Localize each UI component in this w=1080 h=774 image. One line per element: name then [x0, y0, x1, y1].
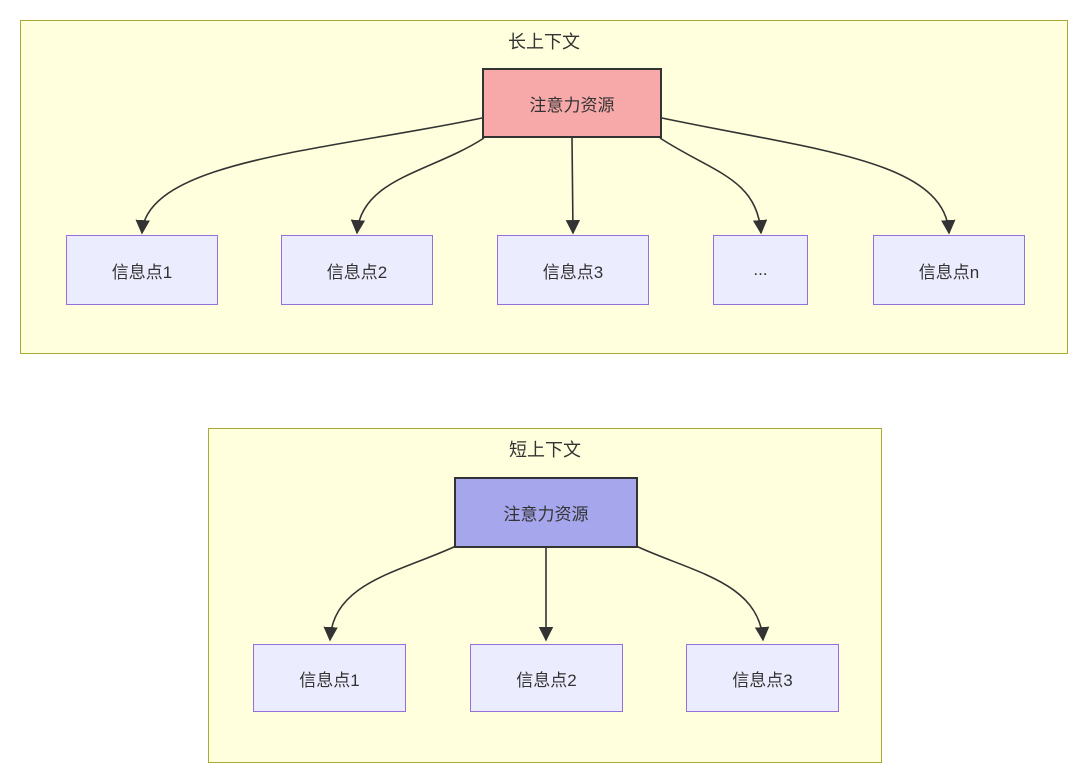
- node-long-info-n: 信息点n: [873, 235, 1025, 305]
- node-long-info-3: 信息点3: [497, 235, 649, 305]
- node-long-info-1: 信息点1: [66, 235, 218, 305]
- node-long-info-ellipsis: ...: [713, 235, 808, 305]
- node-short-info-3: 信息点3: [686, 644, 839, 712]
- node-attention-long: 注意力资源: [482, 68, 662, 138]
- node-long-info-2: 信息点2: [281, 235, 433, 305]
- node-short-info-1: 信息点1: [253, 644, 406, 712]
- node-short-info-2: 信息点2: [470, 644, 623, 712]
- group-long-context-title: 长上下文: [508, 32, 580, 52]
- node-attention-short: 注意力资源: [454, 477, 638, 548]
- group-short-context-title: 短上下文: [509, 440, 581, 460]
